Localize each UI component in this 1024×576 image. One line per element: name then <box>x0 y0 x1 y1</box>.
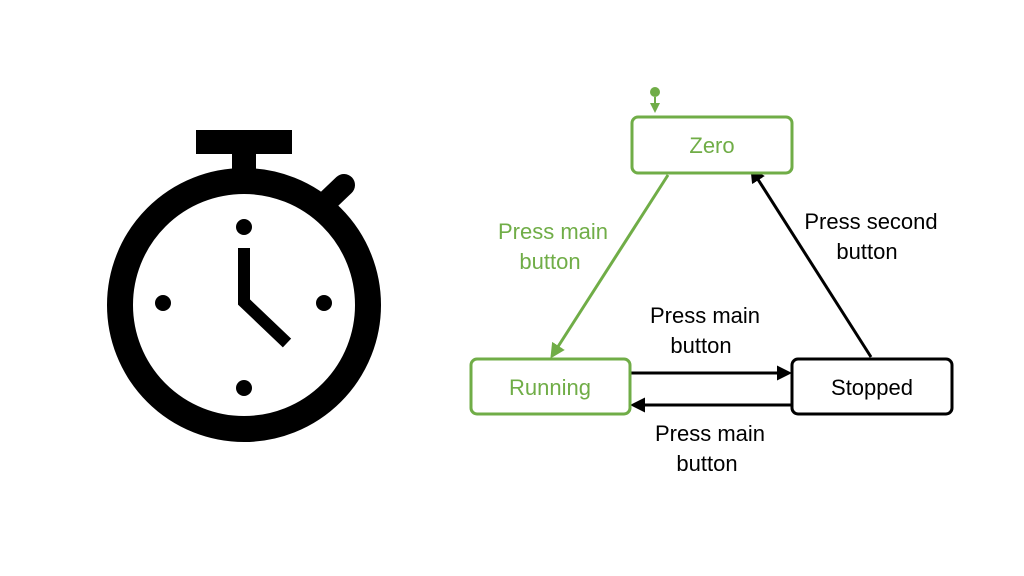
stopwatch-mark-9 <box>155 295 171 311</box>
transition-zero-to-running <box>550 174 670 359</box>
state-running-label: Running <box>509 375 591 400</box>
label-zero-to-running-line1: Press main <box>498 219 608 244</box>
label-running-to-stopped: Press main button <box>650 303 760 358</box>
state-zero: Zero <box>630 115 794 175</box>
stopwatch-mark-12 <box>236 219 252 235</box>
label-running-to-stopped-line1: Press main <box>650 303 760 328</box>
state-stopped: Stopped <box>790 357 954 416</box>
stopwatch-face <box>107 168 381 442</box>
transition-stopped-to-zero <box>750 167 873 358</box>
stopwatch-crown <box>196 130 292 154</box>
state-running-box <box>469 357 632 416</box>
label-zero-to-running: Press main button <box>498 219 608 274</box>
initial-state-marker <box>650 87 660 113</box>
initial-dot <box>650 87 660 97</box>
stopwatch-mark-3 <box>316 295 332 311</box>
state-running: Running <box>469 357 632 416</box>
state-zero-box <box>630 115 794 175</box>
label-stopped-to-zero: Press second button <box>804 209 937 264</box>
stopwatch-hands <box>238 248 292 348</box>
stopwatch-icon <box>107 130 381 442</box>
label-zero-to-running-line2: button <box>519 249 580 274</box>
label-stopped-to-running: Press main button <box>655 421 765 476</box>
state-zero-label: Zero <box>689 133 734 158</box>
label-stopped-to-running-line2: button <box>676 451 737 476</box>
label-stopped-to-zero-line1: Press second <box>804 209 937 234</box>
state-stopped-label: Stopped <box>831 375 913 400</box>
label-running-to-stopped-line2: button <box>670 333 731 358</box>
state-stopped-box <box>790 357 954 416</box>
stopwatch-mark-6 <box>236 380 252 396</box>
label-stopped-to-zero-line2: button <box>836 239 897 264</box>
label-stopped-to-running-line1: Press main <box>655 421 765 446</box>
